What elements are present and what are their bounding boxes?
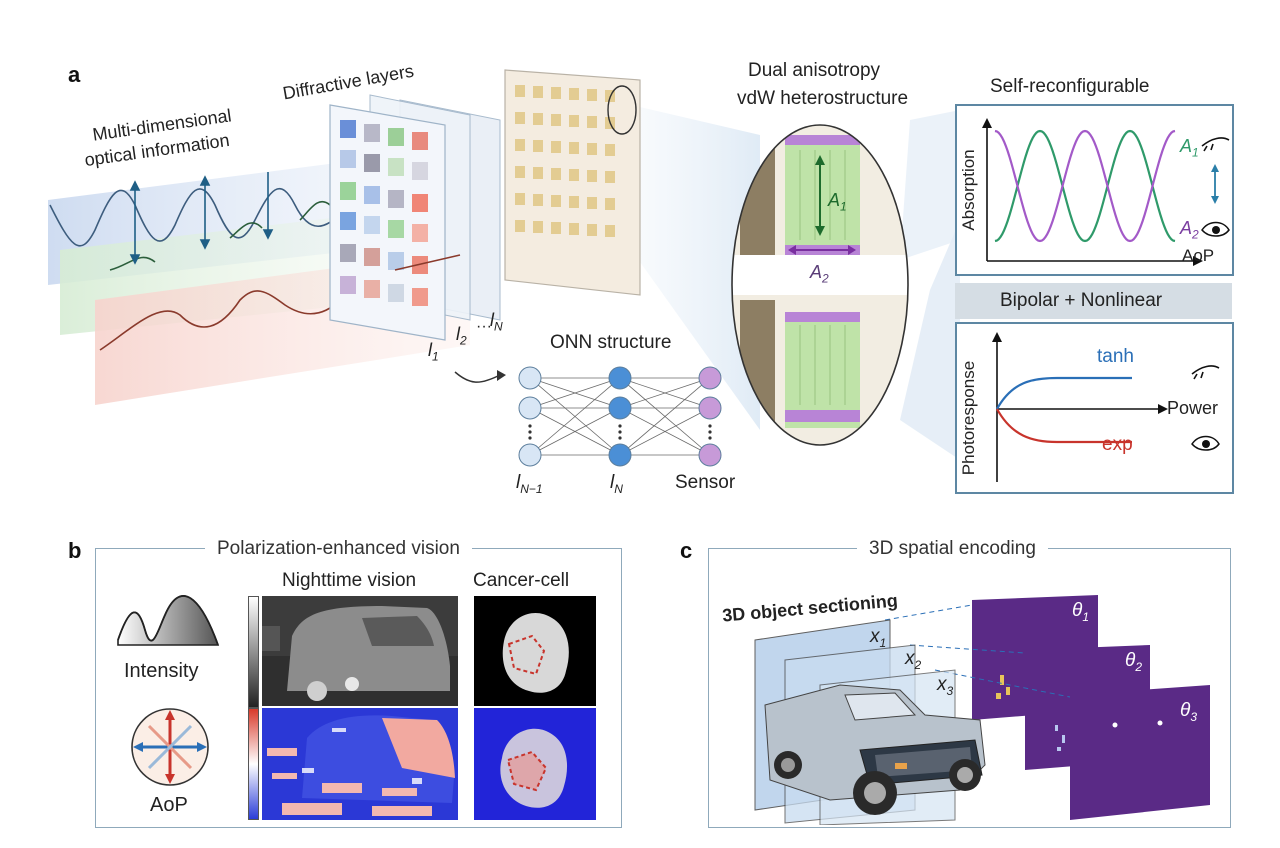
onn-node-hidden — [608, 396, 632, 420]
bipolar-nonlinear-label: Bipolar + Nonlinear — [1000, 290, 1163, 311]
bipolar-band — [955, 283, 1232, 319]
cancer-intensity-image — [474, 596, 596, 706]
zoom-cone — [610, 100, 760, 430]
onn-sensor-label: Sensor — [675, 472, 736, 493]
zoom-cone-right — [900, 220, 960, 460]
aop-label: AoP — [150, 794, 188, 816]
onn-network-diagram — [518, 366, 722, 467]
red-wave — [99, 290, 341, 351]
theta1-label: θ1 — [1072, 600, 1089, 624]
dual-anisotropy-line2: vdW heterostructure — [737, 88, 909, 109]
layer-l1-label: l1 — [428, 340, 439, 364]
absorption-series-a2 — [994, 129, 1176, 243]
nighttime-intensity-image — [262, 596, 458, 706]
theta3-label: θ3 — [1180, 700, 1197, 724]
photoresponse-ylabel: Photoresponse — [959, 360, 978, 476]
absorption-ylabel-wrap: Absorption — [959, 138, 981, 248]
panel-a-letter: a — [68, 62, 81, 87]
panel-c-illustration — [754, 595, 1210, 825]
absorption-ylabel: Absorption — [959, 149, 978, 231]
onn-node-hidden — [608, 366, 632, 390]
photoresponse-exp-curve — [996, 408, 1132, 444]
onn-node-input — [518, 366, 542, 390]
self-reconfigurable-title: Self-reconfigurable — [990, 76, 1150, 97]
nighttime-vision-label: Nighttime vision — [282, 570, 417, 591]
truck-model — [764, 684, 986, 815]
dual-anisotropy-line1: Dual anisotropy — [748, 60, 881, 81]
onn-structure-label: ONN structure — [550, 332, 672, 353]
onn-label-ln-1: lN−1 — [516, 472, 543, 496]
panel-c-letter: c — [680, 538, 693, 563]
zoom-cone-upper — [900, 110, 960, 260]
diffractive-layer-stack — [329, 94, 501, 341]
onn-node-sensor — [698, 443, 722, 467]
nighttime-aop-image — [262, 708, 458, 820]
absorption-series-a1 — [994, 129, 1176, 243]
x2-label: x2 — [905, 648, 922, 672]
double-arrow-icon — [1211, 164, 1219, 204]
onn-node-sensor — [698, 396, 722, 420]
cancer-cell-label: Cancer-cell — [473, 570, 570, 591]
x1-label: x1 — [870, 626, 887, 650]
layer-l2-label: l2 — [456, 324, 467, 348]
intensity-label: Intensity — [124, 660, 199, 682]
sensor-plane — [504, 69, 641, 296]
photoresponse-tanh-label: tanh — [1097, 346, 1134, 367]
layer-dots: ··· — [476, 318, 492, 335]
heterostructure-a2-label: A2 — [810, 262, 829, 286]
panel-b-letter: b — [68, 538, 82, 563]
x3-label: x3 — [937, 674, 954, 698]
theta2-label: θ2 — [1125, 650, 1142, 674]
heterostructure-a1-label: A1 — [828, 190, 847, 214]
heterostructure-magnified — [731, 124, 909, 446]
photoresponse-tanh-curve — [996, 376, 1132, 410]
intensity-colorbar — [248, 596, 259, 708]
blue-wave — [49, 187, 346, 247]
theta3-plane — [1070, 685, 1210, 820]
panel-a-illustration — [48, 69, 960, 460]
absorption-chart-box: Absorption AoP A1 A2 — [955, 104, 1234, 276]
onn-label-ln: lN — [610, 472, 623, 496]
eye-open-icon — [1201, 221, 1230, 237]
eye-closed-icon — [1201, 137, 1230, 152]
absorption-xlabel: AoP — [1182, 246, 1215, 265]
intensity-wave-icon — [117, 595, 220, 646]
cancer-aop-image — [474, 708, 596, 820]
layer-to-onn-arrow — [454, 371, 501, 383]
photoresponse-chart-box: Photoresponse Power tanh exp — [955, 322, 1234, 494]
eye-closed-icon — [1191, 365, 1220, 380]
photoresponse-exp-label: exp — [1102, 434, 1133, 455]
aop-polarization-icon — [131, 708, 209, 786]
panel-b-title: Polarization-enhanced vision — [205, 538, 472, 560]
onn-node-sensor — [698, 366, 722, 390]
onn-node-hidden — [608, 443, 632, 467]
panel-c-title: 3D spatial encoding — [857, 538, 1048, 560]
polarization-arrows — [129, 172, 274, 265]
absorption-legend-a2: A2 — [1180, 218, 1199, 242]
photoresponse-xlabel: Power — [1167, 398, 1219, 418]
aop-colorbar — [248, 708, 259, 820]
eye-open-icon — [1191, 435, 1220, 451]
absorption-legend-a1: A1 — [1180, 136, 1199, 160]
onn-node-input — [518, 396, 542, 420]
photoresponse-ylabel-wrap: Photoresponse — [957, 361, 981, 475]
onn-node-input — [518, 443, 542, 467]
layer-ln-label: lN — [490, 310, 503, 334]
photoresponse-chart — [992, 332, 1220, 482]
absorption-chart — [982, 118, 1230, 266]
